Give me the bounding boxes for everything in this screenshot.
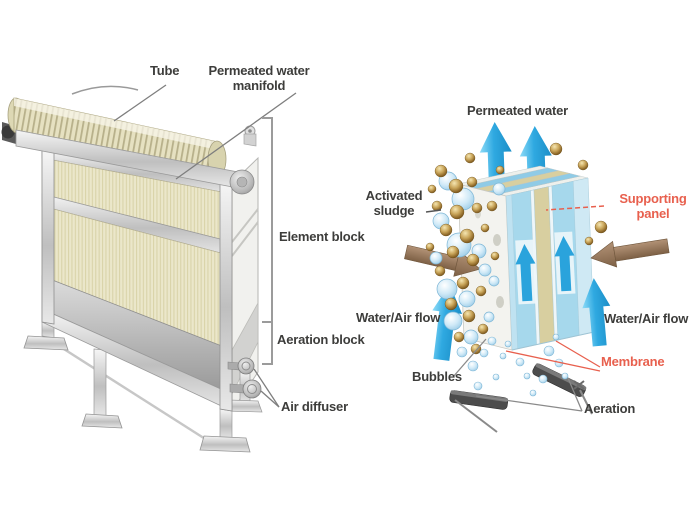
air-diffuser-knobs xyxy=(227,357,262,399)
permeated-water-manifold-pipe xyxy=(15,129,255,195)
element-frame xyxy=(41,149,233,412)
membrane-element-illustration xyxy=(404,122,670,433)
block-extent-bracket xyxy=(262,117,273,365)
element-block-label: Element block xyxy=(279,229,365,244)
inflow-arrow-right xyxy=(590,238,670,268)
membrane-label: Membrane xyxy=(601,354,665,369)
membrane-unit-illustration xyxy=(1,84,297,453)
frame-post-right xyxy=(219,180,233,412)
water-air-flow-left-label: Water/Air flow xyxy=(356,310,441,325)
supporting-panel-label: Supporting panel xyxy=(619,191,687,221)
waterflow-arrow-right xyxy=(582,278,611,347)
aeration-tubes xyxy=(449,363,593,433)
bubbles-label: Bubbles xyxy=(412,369,462,384)
leader-lines-left xyxy=(113,84,297,408)
aeration-block-label: Aeration block xyxy=(277,332,365,347)
panel-flow-arrows xyxy=(515,231,576,305)
aeration-label: Aeration xyxy=(584,401,636,416)
block-front-face xyxy=(505,177,595,351)
unit-legs xyxy=(23,321,251,453)
activated-sludge-label: Activated sludge xyxy=(365,188,423,218)
permeated-water-label: Permeated water xyxy=(466,103,569,118)
sludge-particles xyxy=(425,142,608,355)
frame-post-left xyxy=(41,149,55,325)
unit-side-face xyxy=(231,125,259,413)
base-rail-edge xyxy=(55,342,211,444)
tube-label: Tube xyxy=(150,63,180,78)
permeated-water-manifold-label: Permeated water manifold xyxy=(208,63,310,93)
water-air-flow-right-label: Water/Air flow xyxy=(604,311,689,326)
rising-bubbles xyxy=(456,333,569,397)
leader-lines-right xyxy=(425,205,605,412)
air-diffuser-label: Air diffuser xyxy=(281,399,348,414)
